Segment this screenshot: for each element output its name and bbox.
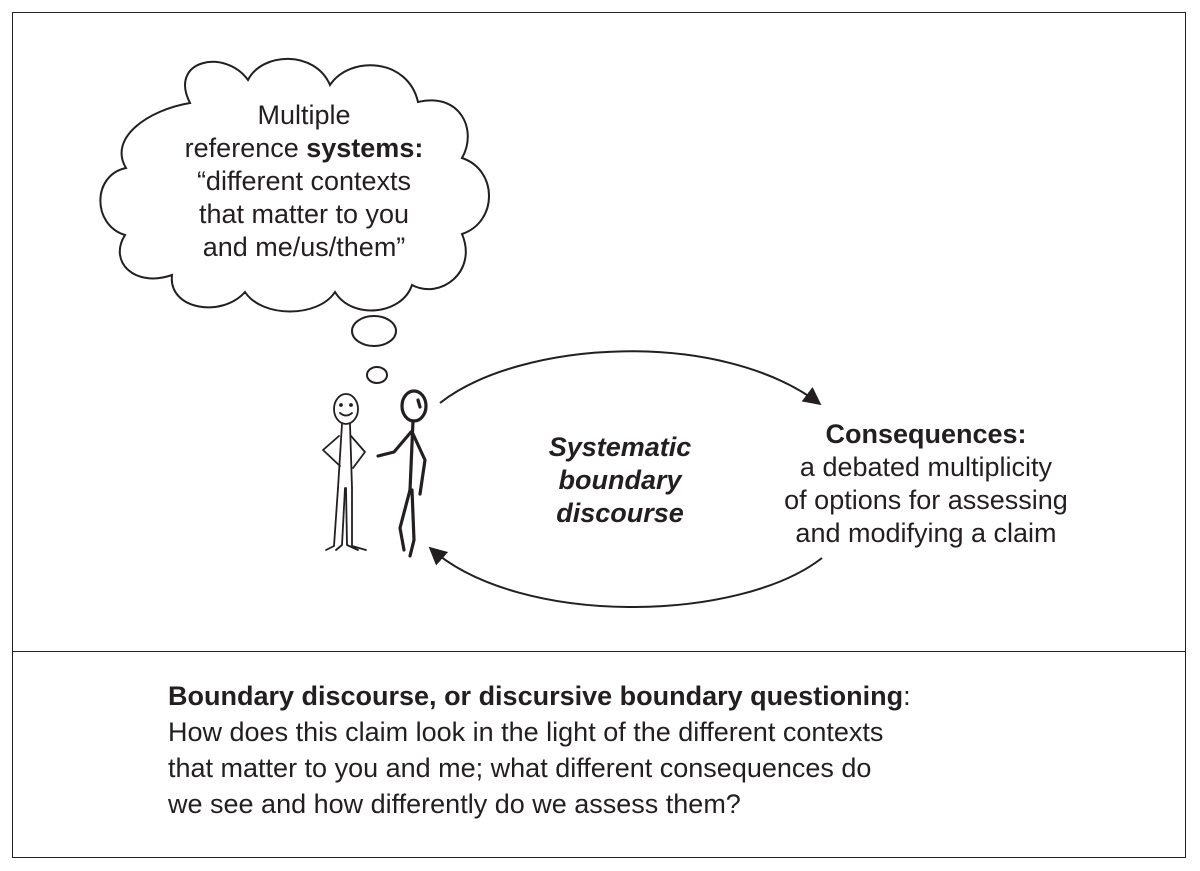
bottom-line-2: that matter to you and me; what differen… bbox=[168, 753, 872, 783]
stick-figure-left bbox=[322, 393, 367, 551]
consequences-line-3: and modifying a claim bbox=[795, 518, 1057, 548]
consequences-line-1: a debated multiplicity bbox=[799, 452, 1053, 482]
thought-bubble-large bbox=[351, 315, 397, 347]
center-label: Systematic boundary discourse bbox=[500, 431, 740, 530]
thought-cloud bbox=[99, 57, 490, 313]
cloud-line-2-bold: systems: bbox=[306, 133, 424, 163]
cloud-text: Multiple reference systems: “different c… bbox=[150, 99, 458, 264]
cloud-line-3: “different contexts bbox=[196, 166, 412, 196]
cloud-line-4: that matter to you bbox=[198, 199, 410, 229]
arrow-to-discourse bbox=[428, 546, 823, 608]
diagram-frame bbox=[12, 12, 1186, 858]
consequences-title: Consequences: bbox=[825, 419, 1027, 449]
cloud-line-2: reference systems: bbox=[150, 132, 458, 165]
center-line-2: boundary bbox=[558, 465, 682, 495]
cloud-line-1: Multiple bbox=[257, 100, 351, 130]
cloud-line-2-text: reference bbox=[184, 133, 307, 163]
thought-bubble-small bbox=[366, 366, 388, 384]
center-line-3: discourse bbox=[556, 498, 684, 528]
center-line-1: Systematic bbox=[548, 432, 692, 462]
cloud-line-5: and me/us/them” bbox=[202, 232, 406, 262]
consequences-line-2: of options for assessing bbox=[784, 485, 1068, 515]
consequences-label: Consequences: a debated multiplicity of … bbox=[740, 418, 1112, 550]
bottom-caption: Boundary discourse, or discursive bounda… bbox=[168, 678, 1148, 822]
stick-figure-right bbox=[376, 389, 428, 558]
bottom-title-line: Boundary discourse, or discursive bounda… bbox=[168, 678, 1148, 714]
bottom-title: Boundary discourse, or discursive bounda… bbox=[168, 681, 904, 711]
arrow-to-consequences bbox=[439, 350, 822, 406]
bottom-line-1: How does this claim look in the light of… bbox=[168, 717, 884, 747]
bottom-title-colon: : bbox=[903, 681, 911, 711]
bottom-line-3: we see and how differently do we assess … bbox=[168, 789, 741, 819]
section-divider bbox=[12, 651, 1186, 652]
